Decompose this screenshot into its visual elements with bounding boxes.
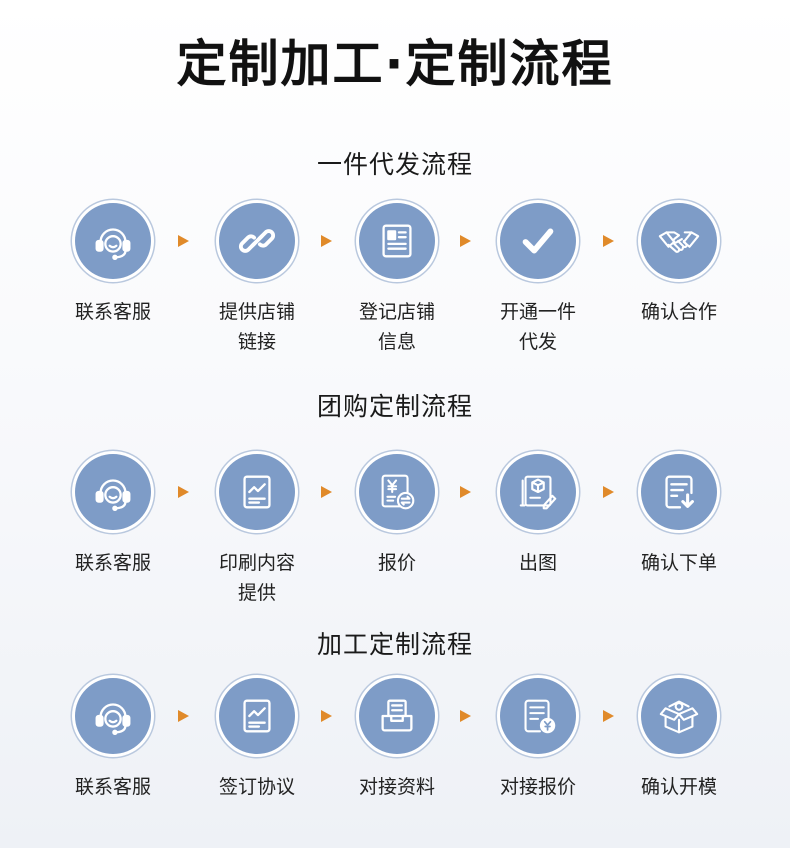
step-label: 确认下单 — [640, 552, 717, 574]
step-label: 登记店铺 信息 — [358, 301, 435, 353]
arrow-right-icon — [178, 710, 189, 722]
arrow-right-icon — [178, 486, 189, 498]
step-item: 提供店铺 链接 — [187, 203, 327, 357]
step-label: 签订协议 — [218, 776, 295, 798]
arrow-right-icon — [460, 486, 471, 498]
step-label: 对接资料 — [358, 776, 435, 798]
chart-document-icon — [219, 678, 295, 754]
design-drawing-icon — [500, 454, 576, 530]
step-item: 出图 — [468, 454, 608, 578]
inbox-tray-icon — [359, 678, 435, 754]
step-label: 提供店铺 链接 — [218, 301, 295, 353]
headset-icon — [75, 678, 151, 754]
document-download-icon — [641, 454, 717, 530]
headset-icon — [75, 203, 151, 279]
arrow-right-icon — [603, 486, 614, 498]
checkmark-icon — [500, 203, 576, 279]
step-flow: 联系客服 提供店铺 链接 登记店铺 信息 — [0, 203, 790, 373]
step-item: 联系客服 — [43, 203, 183, 327]
step-item: 联系客服 — [43, 454, 183, 578]
arrow-right-icon — [460, 710, 471, 722]
headset-icon — [75, 454, 151, 530]
step-item: 确认下单 — [609, 454, 749, 578]
section-title: 加工定制流程 — [316, 630, 473, 659]
step-label: 出图 — [518, 552, 557, 574]
arrow-right-icon — [321, 235, 332, 247]
step-label: 确认开模 — [640, 776, 717, 798]
handshake-icon — [641, 203, 717, 279]
step-label: 联系客服 — [74, 552, 151, 574]
link-icon — [219, 203, 295, 279]
step-label: 印刷内容 提供 — [218, 552, 295, 604]
yuan-document-icon — [500, 678, 576, 754]
step-item: 对接报价 — [468, 678, 608, 802]
step-item: 对接资料 — [327, 678, 467, 802]
arrow-right-icon — [178, 235, 189, 247]
section-title: 团购定制流程 — [316, 392, 473, 421]
step-item: 报价 — [327, 454, 467, 578]
chart-document-icon — [219, 454, 295, 530]
arrow-right-icon — [460, 235, 471, 247]
page-title: 定制加工·定制流程 — [176, 35, 614, 93]
step-label: 报价 — [377, 552, 416, 574]
arrow-right-icon — [603, 235, 614, 247]
step-item: 确认合作 — [609, 203, 749, 327]
arrow-right-icon — [321, 486, 332, 498]
section-title: 一件代发流程 — [316, 150, 473, 179]
step-flow: 联系客服 印刷内容 提供 — [0, 454, 790, 624]
step-item: 签订协议 — [187, 678, 327, 802]
step-item: 确认开模 — [609, 678, 749, 802]
section-dropship: 一件代发流程 联系客服 — [0, 150, 790, 373]
yuan-exchange-icon — [359, 454, 435, 530]
step-flow: 联系客服 签订协议 对接资料 — [0, 678, 790, 848]
step-label: 联系客服 — [74, 776, 151, 798]
step-label: 联系客服 — [74, 301, 151, 323]
step-item: 登记店铺 信息 — [327, 203, 467, 357]
step-item: 联系客服 — [43, 678, 183, 802]
section-processing: 加工定制流程 联系客服 — [0, 630, 790, 848]
step-item: 开通一件 代发 — [468, 203, 608, 357]
arrow-right-icon — [321, 710, 332, 722]
arrow-right-icon — [603, 710, 614, 722]
open-box-icon — [641, 678, 717, 754]
section-group-buy: 团购定制流程 联系客服 — [0, 392, 790, 624]
step-label: 开通一件 代发 — [499, 301, 576, 353]
step-item: 印刷内容 提供 — [187, 454, 327, 608]
id-card-icon — [359, 203, 435, 279]
step-label: 确认合作 — [640, 301, 717, 323]
step-label: 对接报价 — [499, 776, 576, 798]
